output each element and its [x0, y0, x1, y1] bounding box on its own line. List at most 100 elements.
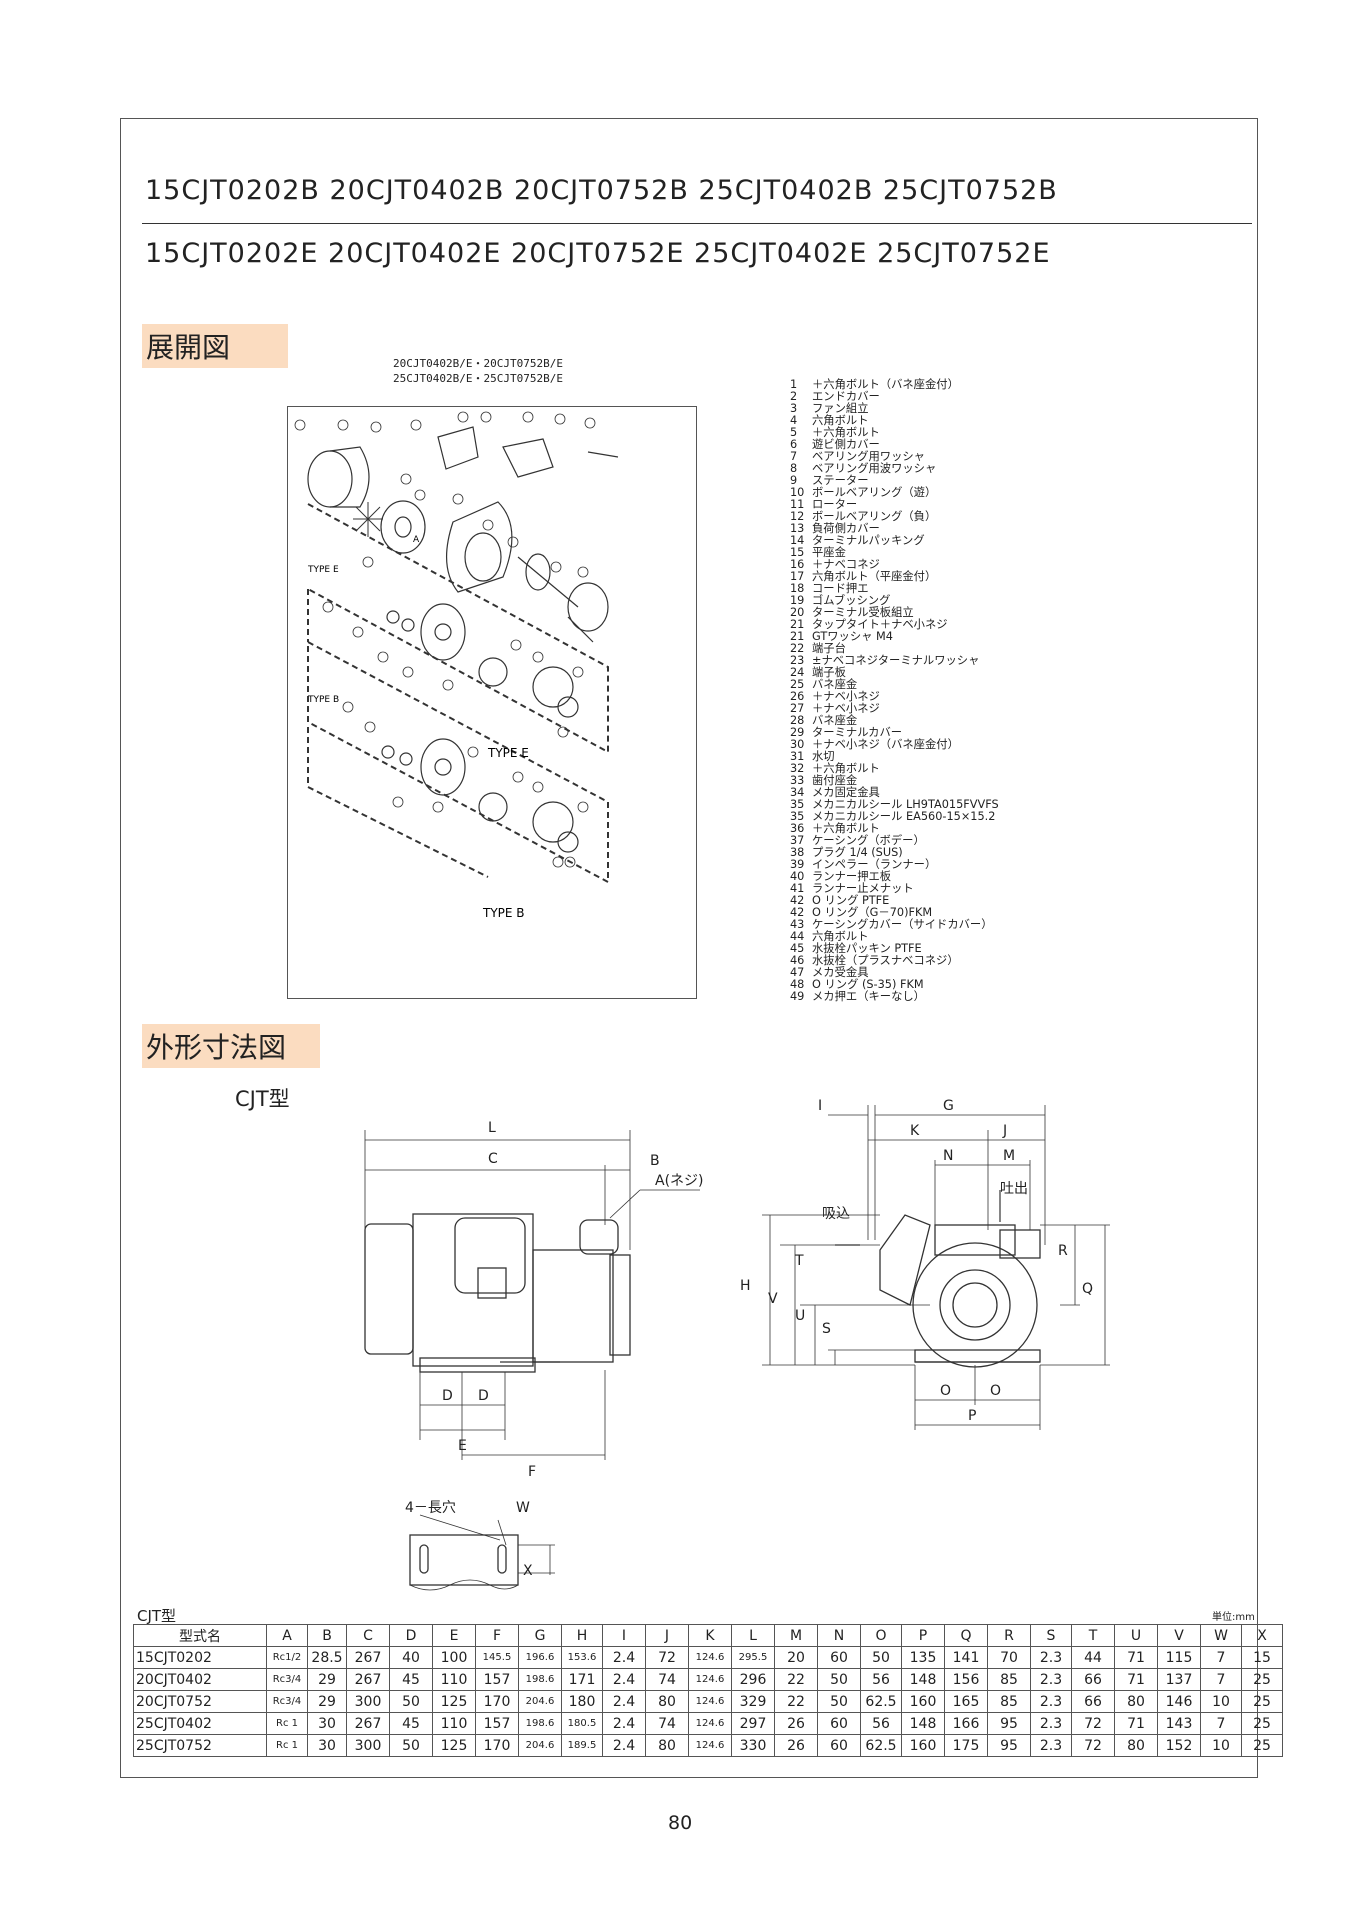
- dim-label-f: F: [528, 1464, 536, 1480]
- table-cell: 267: [346, 1668, 390, 1691]
- part-name: 端子台: [812, 642, 846, 655]
- table-cell: 40: [389, 1646, 433, 1669]
- table-cell: 180.5: [561, 1712, 603, 1735]
- table-header-cell: G: [518, 1624, 562, 1647]
- part-name: ＋六角ボルト: [812, 762, 880, 775]
- dim-label-o2: O: [990, 1383, 1001, 1399]
- table-cell: 165: [944, 1690, 988, 1713]
- dim-label-o1: O: [940, 1383, 951, 1399]
- part-name: ＋六角ボルト（バネ座金付）: [812, 378, 959, 391]
- part-number: 8: [790, 462, 798, 475]
- table-cell: 329: [731, 1690, 775, 1713]
- dim-label-v: V: [768, 1291, 778, 1307]
- part-number: 6: [790, 438, 798, 451]
- table-cell: 20CJT0402: [133, 1668, 267, 1691]
- part-name: ターミナルカバー: [812, 726, 903, 739]
- table-cell: 300: [346, 1690, 390, 1713]
- suction-label: 吸込: [822, 1206, 850, 1222]
- table-cell: 170: [475, 1734, 519, 1757]
- part-name: コード押エ: [812, 582, 869, 595]
- dim-label-a: A(ネジ): [655, 1173, 704, 1189]
- part-number: 29: [790, 726, 805, 739]
- part-number: 11: [790, 498, 805, 511]
- table-header-cell: F: [475, 1624, 519, 1647]
- part-number: 20: [790, 606, 805, 619]
- table-header-cell: Q: [944, 1624, 988, 1647]
- part-number: 17: [790, 570, 805, 583]
- part-number: 45: [790, 942, 805, 955]
- table-cell: 157: [475, 1712, 519, 1735]
- model-list-e: 15CJT0202E 20CJT0402E 20CJT0752E 25CJT04…: [145, 238, 1051, 269]
- table-cell: 20CJT0752: [133, 1690, 267, 1713]
- part-name: インペラー（ランナー）: [812, 858, 937, 871]
- table-cell: 153.6: [561, 1646, 603, 1669]
- table-cell: 62.5: [860, 1734, 902, 1757]
- part-name: ゴムブッシング: [812, 594, 891, 607]
- table-cell: 15: [1241, 1646, 1283, 1669]
- table-cell: 20: [774, 1646, 818, 1669]
- table-cell: 160: [901, 1734, 945, 1757]
- table-cell: 71: [1114, 1712, 1158, 1735]
- table-cell: 137: [1157, 1668, 1201, 1691]
- table-cell: 124.6: [688, 1646, 732, 1669]
- table-cell: 74: [645, 1712, 689, 1735]
- part-name: ランナー止メナット: [812, 882, 914, 895]
- part-name: ファン組立: [812, 402, 869, 415]
- caption-line-1: 20CJT0402B/E・20CJT0752B/E: [393, 357, 563, 370]
- table-cell: 56: [860, 1668, 902, 1691]
- dim-label-l: L: [488, 1120, 496, 1136]
- table-cell: 80: [645, 1690, 689, 1713]
- part-name: ターミナル受板組立: [812, 606, 914, 619]
- table-header-cell: O: [860, 1624, 902, 1647]
- table-cell: 143: [1157, 1712, 1201, 1735]
- part-name: ＋ナベコネジ: [812, 558, 880, 571]
- outline-dimension-drawing: L C B A(ネジ) D D E F I G K J N M 吐出 吸込 H …: [364, 1098, 1110, 1591]
- page-frame: [120, 118, 1258, 1778]
- part-number: 9: [790, 474, 798, 487]
- table-header-cell: E: [432, 1624, 476, 1647]
- part-name: 遊ビ側カバー: [812, 438, 880, 451]
- table-cell: 2.3: [1030, 1734, 1072, 1757]
- part-number: 37: [790, 834, 805, 847]
- table-cell: 110: [432, 1668, 476, 1691]
- part-item: 6 遊ビ側カバー: [790, 439, 999, 451]
- table-cell: 62.5: [860, 1690, 902, 1713]
- table-cell: 110: [432, 1712, 476, 1735]
- table-title: CJT型: [137, 1607, 177, 1625]
- part-item: 9 ステーター: [790, 475, 999, 487]
- table-cell: Rc 1: [266, 1734, 308, 1757]
- table-cell: 95: [987, 1734, 1031, 1757]
- dim-label-w: W: [516, 1500, 530, 1516]
- table-cell: 25: [1241, 1734, 1283, 1757]
- part-number: 26: [790, 690, 805, 703]
- part-number: 27: [790, 702, 805, 715]
- slot-label: 4－長穴: [405, 1500, 456, 1516]
- table-cell: 25: [1241, 1712, 1283, 1735]
- table-cell: 15CJT0202: [133, 1646, 267, 1669]
- part-name: ステーター: [812, 474, 869, 487]
- table-cell: 22: [774, 1668, 818, 1691]
- part-number: 15: [790, 546, 805, 559]
- table-header-cell: I: [602, 1624, 646, 1647]
- part-number: 21: [790, 630, 805, 643]
- part-number: 14: [790, 534, 805, 547]
- table-cell: 171: [561, 1668, 603, 1691]
- part-name: 負荷側カバー: [812, 522, 880, 535]
- part-name: バネ座金: [812, 678, 858, 691]
